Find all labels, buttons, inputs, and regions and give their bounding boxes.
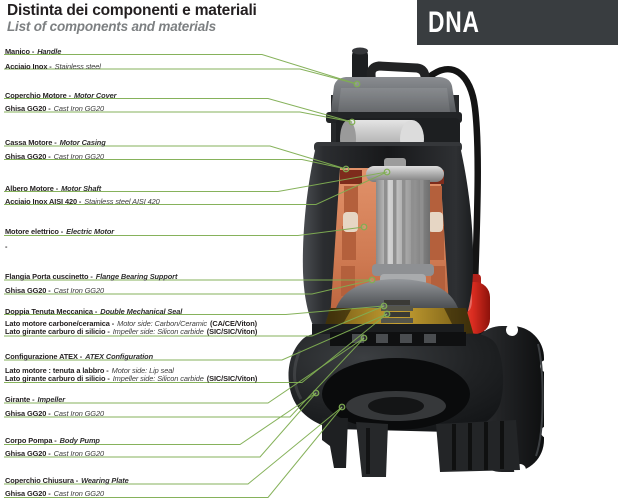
callout-impeller-material: Ghisa GG20 -Cast Iron GG20 [5,408,104,418]
impeller [352,334,436,343]
callout-handle: Manico -Handle [5,46,62,56]
callout-motor-casing: Cassa Motore -Motor Casing [5,138,106,147]
power-cable [424,66,481,288]
callout-motor-cover-material: Ghisa GG20 -Cast Iron GG20 [5,104,104,113]
callout-motor-cover: Coperchio Motore -Motor Cover [5,90,117,100]
model-badge: DNA [417,0,618,45]
callout-body-pump-material: Ghisa GG20 -Cast Iron GG20 [5,449,104,458]
callout-body-pump: Corpo Pompa -Body Pump [5,436,100,445]
page-subtitle: List of components and materials [7,19,216,34]
callout-motor-shaft: Albero Motore -Motor Shaft [5,183,102,193]
callout-bearing-flange: Flangia Porta cuscinetto -Flange Bearing… [5,271,178,281]
base-feet [322,418,520,477]
callout-motor-shaft-material: Acciaio Inox AISI 420 -Stainless steel A… [5,196,160,206]
callout-electric-motor-material: - [5,241,8,251]
wearing-plate [346,391,446,421]
page-title: Distinta dei componenti e materiali [7,2,257,19]
callout-atex-material-2: Lato girante carburo di silicio -Impelle… [5,374,258,383]
callout-electric-motor: Motore elettrico -Electric Motor [5,227,115,236]
callout-atex-configuration: Configurazione ATEX -ATEX Configuration [5,352,153,361]
callout-impeller: Girante -Impeller [5,395,66,404]
callout-motor-casing-material: Ghisa GG20 -Cast Iron GG20 [5,151,104,161]
callout-bearing-flange-material: Ghisa GG20 -Cast Iron GG20 [5,285,104,295]
callout-lines [4,54,391,498]
callout-mechanical-seal-material-2: Lato girante carburo di silicio -Impelle… [5,327,258,336]
bearing-flange [336,279,458,308]
callout-wearing-plate-material: Ghisa GG20 -Cast Iron GG20 [5,488,104,498]
callout-atex-material-1: Lato motore : tenuta a labbro -Motor sid… [5,365,174,375]
model-name: DNA [428,5,480,39]
callout-wearing-plate: Coperchio Chiusura -Wearing Plate [5,475,129,485]
callout-mechanical-seal-material-1: Lato motore carbone/ceramica -Motor side… [5,318,257,328]
pump-body-volute [288,332,504,432]
callout-mechanical-seal: Doppia Tenuta Meccanica -Double Mechanic… [5,306,183,316]
callout-handle-material: Acciaio Inox -Stainless steel [5,61,101,71]
